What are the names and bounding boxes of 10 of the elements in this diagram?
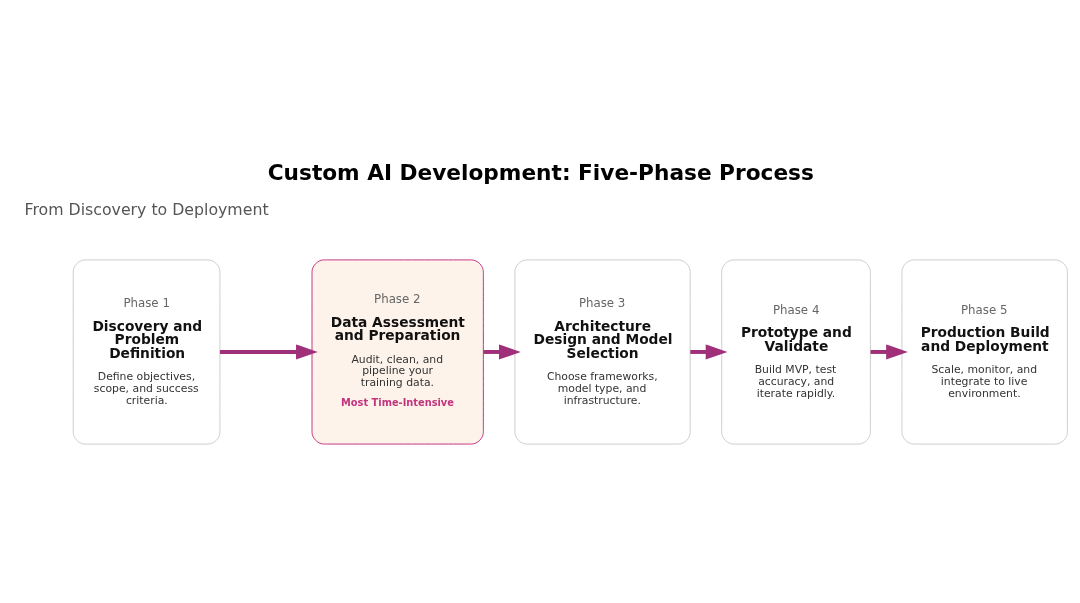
node-box: Phase 1 Discovery and Problem Definition Define objectives, scope, and success criteria.: [72, 258, 221, 445]
diagram-title: Custom AI Development: Five-Phase Process: [267, 159, 814, 185]
arrow: [483, 343, 521, 360]
node-box: Phase 5 Production Build and Deployment Scale, monitor, and integrate to live environment.: [901, 258, 1068, 445]
label: From Discovery to Deployment: [24, 199, 269, 219]
arrow: [219, 343, 318, 360]
node-box: Phase 3 Architecture Design and Model Selection Choose frameworks, model type, and infrastructure.: [514, 258, 691, 445]
node-box: Phase 2 Data Assessment and Preparation Audit, clean, and pipeline your training data. Most Time-Intensive: [311, 258, 484, 445]
arrow: [690, 343, 728, 360]
node-box: Phase 4 Prototype and Validate Build MVP, test accuracy, and iterate rapidly.: [721, 258, 871, 445]
